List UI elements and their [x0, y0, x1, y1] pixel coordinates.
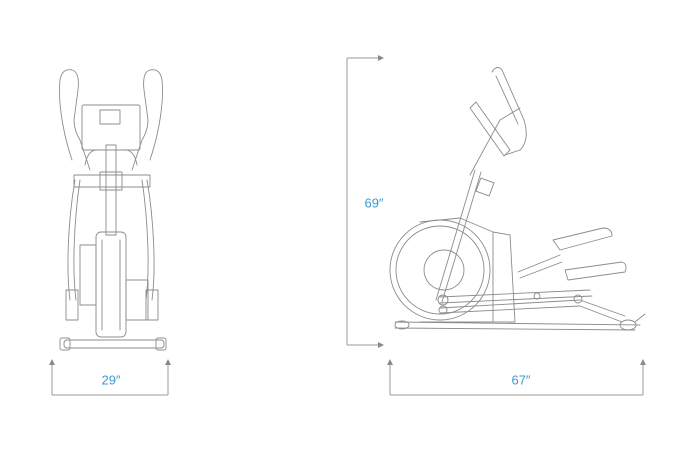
front-width-dimension — [49, 359, 171, 396]
front-width-label: 29″ — [101, 372, 121, 388]
side-view-elliptical — [389, 67, 646, 331]
side-height-label: 69″ — [364, 195, 384, 211]
side-length-label: 67″ — [511, 372, 531, 388]
side-length-dimension — [387, 359, 646, 396]
side-height-dimension — [346, 55, 384, 348]
front-view-elliptical — [59, 69, 167, 351]
